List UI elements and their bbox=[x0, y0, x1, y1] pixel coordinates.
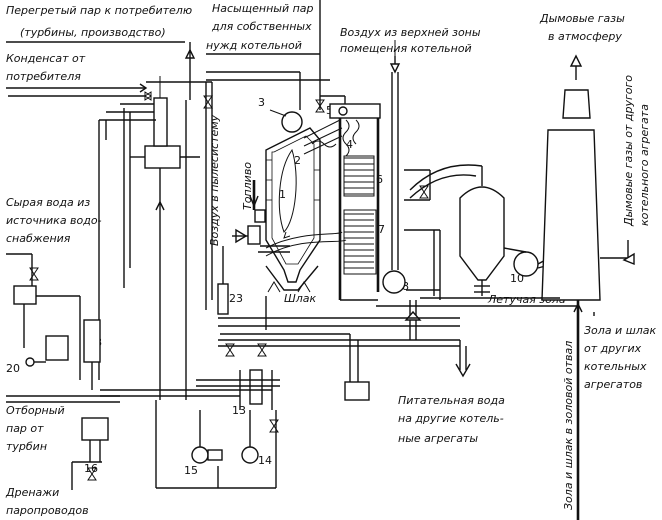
base-line bbox=[155, 400, 277, 489]
ash-collector-9 bbox=[409, 164, 505, 296]
num-15: 15 bbox=[184, 464, 198, 477]
chimney-11 bbox=[541, 54, 635, 301]
pump-15 bbox=[191, 410, 223, 464]
label-ash-slag-other: Зола и шлак от других котельных агрегато… bbox=[584, 324, 657, 391]
svg-text:Дымовые газы: Дымовые газы bbox=[539, 12, 625, 25]
svg-text:помещения котельной: помещения котельной bbox=[340, 42, 472, 55]
label-condensate: Конденсат от потребителя bbox=[6, 52, 86, 83]
num-14: 14 bbox=[258, 454, 272, 467]
num-8: 8 bbox=[402, 280, 409, 293]
svg-text:источника водо-: источника водо- bbox=[6, 214, 102, 227]
svg-text:пар от: пар от bbox=[6, 422, 44, 435]
feed-pumps-13 bbox=[100, 369, 280, 410]
svg-text:в атмосферу: в атмосферу bbox=[548, 30, 622, 43]
svg-text:Насыщенный пар: Насыщенный пар bbox=[212, 2, 314, 15]
label-slag: Шлак bbox=[284, 292, 317, 305]
svg-text:для собственных: для собственных bbox=[211, 20, 312, 33]
svg-text:Перегретый пар к потребителю: Перегретый пар к потребителю bbox=[6, 4, 192, 17]
num-1: 1 bbox=[279, 188, 286, 201]
svg-text:паропроводов: паропроводов bbox=[6, 504, 89, 517]
label-superheated-steam: Перегретый пар к потребителю (турбины, п… bbox=[6, 4, 192, 39]
svg-text:котельного агрегата: котельного агрегата bbox=[638, 104, 651, 226]
heater-21 bbox=[6, 253, 81, 380]
feed-risers bbox=[98, 81, 213, 400]
label-flue-gases: Дымовые газы в атмосферу bbox=[539, 12, 625, 43]
superheated-steam-line bbox=[6, 41, 196, 100]
coils-4 bbox=[342, 119, 360, 157]
svg-text:Сырая вода из: Сырая вода из bbox=[6, 196, 90, 209]
svg-text:снабжения: снабжения bbox=[6, 232, 71, 245]
svg-text:Отборный: Отборный bbox=[6, 404, 65, 417]
label-air-to-pulverizer: Воздух в пылесистему bbox=[208, 114, 221, 246]
valves bbox=[29, 91, 429, 481]
label-extraction-steam: Отборный пар от турбин bbox=[6, 404, 65, 453]
num-20: 20 bbox=[6, 362, 20, 375]
svg-text:Конденсат от: Конденсат от bbox=[6, 52, 86, 65]
label-feed-water-other: Питательная вода на другие котель- ные а… bbox=[398, 394, 505, 445]
filter-18 bbox=[83, 319, 101, 390]
svg-text:Воздух из верхней зоны: Воздух из верхней зоны bbox=[340, 26, 481, 39]
num-2: 2 bbox=[294, 154, 301, 167]
boiler-drum-3 bbox=[269, 109, 303, 133]
feed-water-lines bbox=[218, 296, 471, 401]
label-flue-gases-other: Дымовые газы от другого котельного агрег… bbox=[622, 75, 651, 227]
svg-text:ные агрегаты: ные агрегаты bbox=[398, 432, 478, 445]
label-raw-water: Сырая вода из источника водо- снабжения bbox=[6, 196, 102, 245]
num-3: 3 bbox=[258, 96, 265, 109]
svg-text:котельных: котельных bbox=[584, 360, 647, 373]
condensate-line bbox=[6, 83, 148, 97]
tank-17 bbox=[6, 395, 120, 490]
svg-text:на другие котель-: на другие котель- bbox=[398, 412, 504, 425]
tank-19 bbox=[45, 335, 69, 361]
steam-header bbox=[206, 71, 346, 112]
deaerator-22 bbox=[130, 76, 200, 169]
svg-text:(турбины, производство): (турбины, производство) bbox=[20, 26, 166, 39]
svg-text:агрегатов: агрегатов bbox=[584, 378, 642, 391]
label-drains: Дренажи паропроводов bbox=[5, 486, 89, 517]
superheater-2 bbox=[303, 119, 343, 155]
svg-text:турбин: турбин bbox=[6, 440, 47, 453]
num-23: 23 bbox=[229, 292, 243, 305]
num-7: 7 bbox=[378, 223, 385, 236]
num-4: 4 bbox=[346, 138, 353, 151]
air-ducts bbox=[404, 169, 441, 300]
blower-fan-8 bbox=[382, 56, 406, 294]
air-heater-7 bbox=[343, 209, 377, 275]
economizer-shaft bbox=[329, 103, 381, 301]
label-saturated-steam: Насыщенный пар для собственных нужд коте… bbox=[206, 2, 314, 52]
svg-text:от других: от других bbox=[584, 342, 642, 355]
saturated-steam-line bbox=[206, 0, 321, 110]
ash-hopper bbox=[265, 265, 319, 293]
num-13: 13 bbox=[232, 404, 246, 417]
svg-text:Зола и шлак: Зола и шлак bbox=[584, 324, 657, 337]
pump-14 bbox=[241, 410, 259, 464]
svg-text:Дренажи: Дренажи bbox=[5, 486, 59, 499]
num-6: 6 bbox=[376, 173, 383, 186]
separator-23 bbox=[217, 246, 229, 315]
svg-text:нужд котельной: нужд котельной bbox=[206, 39, 302, 52]
economizer-6 bbox=[343, 155, 375, 197]
ash-sluice bbox=[573, 300, 595, 520]
furnace-1 bbox=[265, 127, 321, 283]
label-ash-slag-dump: Зола и шлак в золовой отвал bbox=[562, 341, 575, 510]
svg-text:потребителя: потребителя bbox=[6, 70, 81, 83]
svg-text:Питательная вода: Питательная вода bbox=[398, 394, 505, 407]
svg-text:Дымовые газы от другого: Дымовые газы от другого bbox=[622, 75, 635, 227]
pump-20 bbox=[25, 357, 46, 367]
label-air-upper-zone: Воздух из верхней зоны помещения котельн… bbox=[340, 26, 481, 55]
